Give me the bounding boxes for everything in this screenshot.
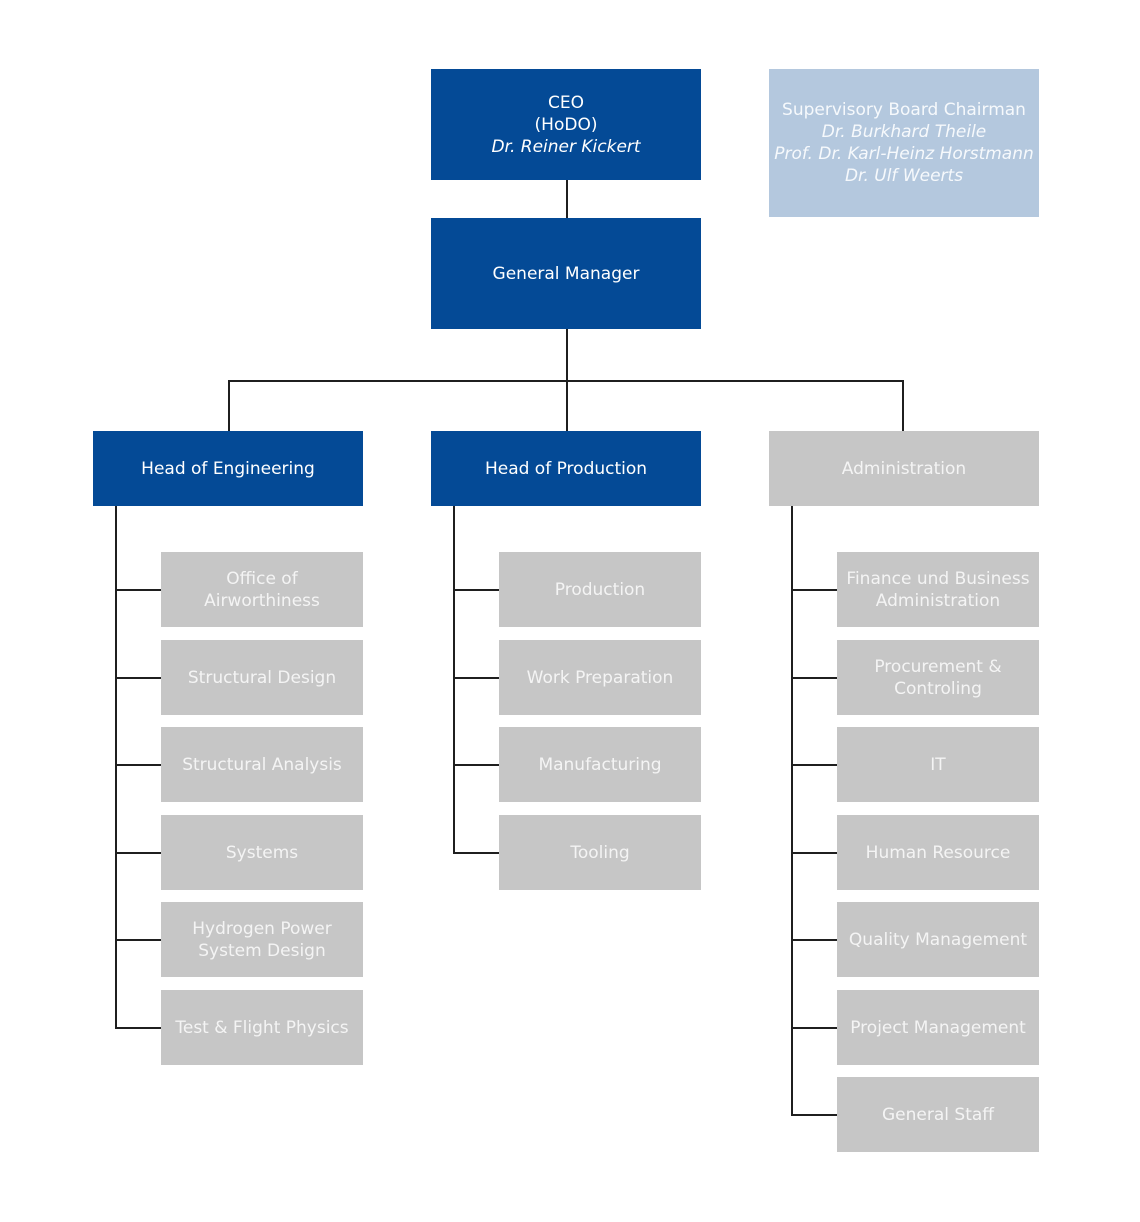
administration-head-label: Administration bbox=[841, 458, 967, 479]
connector-production-spine bbox=[453, 506, 455, 854]
connector-engineering-unit bbox=[115, 589, 161, 591]
engineering-unit-box: Structural Design bbox=[161, 640, 363, 715]
ceo-subtitle: (HoDO) bbox=[534, 114, 598, 135]
supervisory-board-box: Supervisory Board Chairman Dr. Burkhard … bbox=[769, 69, 1039, 217]
connector-administration-unit bbox=[791, 677, 837, 679]
administration-unit-label: Administration bbox=[875, 590, 1001, 611]
engineering-unit-box: Systems bbox=[161, 815, 363, 890]
administration-unit-label: Project Management bbox=[850, 1017, 1026, 1038]
connector-administration-unit bbox=[791, 852, 837, 854]
engineering-unit-label: Test & Flight Physics bbox=[175, 1017, 349, 1038]
administration-unit-label: Finance und Business bbox=[846, 568, 1030, 589]
administration-unit-box: IT bbox=[837, 727, 1039, 802]
connector-production-unit bbox=[453, 589, 499, 591]
board-member: Prof. Dr. Karl-Heinz Horstmann bbox=[774, 144, 1034, 164]
connector-engineering-unit bbox=[115, 764, 161, 766]
administration-box: Administration bbox=[769, 431, 1039, 506]
engineering-unit-label: Structural Analysis bbox=[182, 754, 342, 775]
connector-to-engineering bbox=[228, 380, 230, 432]
administration-unit-box: Human Resource bbox=[837, 815, 1039, 890]
engineering-unit-label: Office of bbox=[226, 568, 298, 589]
connector-gm-branch bbox=[566, 329, 568, 381]
engineering-unit-label: System Design bbox=[198, 940, 326, 961]
connector-administration-unit bbox=[791, 939, 837, 941]
connector-ceo-gm bbox=[566, 180, 568, 218]
administration-unit-box: Project Management bbox=[837, 990, 1039, 1065]
production-unit-label: Tooling bbox=[570, 842, 630, 863]
production-unit-box: Production bbox=[499, 552, 701, 627]
administration-unit-label: Quality Management bbox=[848, 929, 1028, 950]
connector-engineering-unit bbox=[115, 852, 161, 854]
production-unit-box: Manufacturing bbox=[499, 727, 701, 802]
engineering-unit-box: Structural Analysis bbox=[161, 727, 363, 802]
connector-administration-unit bbox=[791, 589, 837, 591]
administration-unit-label: Procurement & bbox=[874, 656, 1002, 677]
administration-unit-box: General Staff bbox=[837, 1077, 1039, 1152]
production-unit-label: Work Preparation bbox=[526, 667, 674, 688]
engineering-unit-box: Test & Flight Physics bbox=[161, 990, 363, 1065]
head-of-production-box: Head of Production bbox=[431, 431, 701, 506]
production-unit-box: Work Preparation bbox=[499, 640, 701, 715]
general-manager-label: General Manager bbox=[492, 263, 640, 284]
administration-unit-label: General Staff bbox=[882, 1104, 994, 1125]
administration-unit-label: Human Resource bbox=[865, 842, 1011, 863]
engineering-unit-label: Airworthiness bbox=[204, 590, 320, 611]
connector-administration-unit bbox=[791, 1114, 837, 1116]
administration-unit-box: Procurement &Controling bbox=[837, 640, 1039, 715]
connector-to-production bbox=[566, 380, 568, 432]
connector-engineering-spine bbox=[115, 506, 117, 1029]
board-member: Dr. Burkhard Theile bbox=[821, 122, 987, 142]
connector-engineering-unit bbox=[115, 1027, 161, 1029]
general-manager-box: General Manager bbox=[431, 218, 701, 329]
connector-production-unit bbox=[453, 852, 499, 854]
engineering-unit-label: Structural Design bbox=[187, 667, 337, 688]
administration-unit-box: Quality Management bbox=[837, 902, 1039, 977]
board-member: Dr. Ulf Weerts bbox=[844, 166, 964, 186]
production-unit-label: Production bbox=[554, 579, 646, 600]
connector-production-unit bbox=[453, 677, 499, 679]
connector-engineering-unit bbox=[115, 939, 161, 941]
engineering-head-label: Head of Engineering bbox=[141, 458, 315, 479]
engineering-unit-label: Hydrogen Power bbox=[192, 918, 332, 939]
engineering-unit-label: Systems bbox=[225, 842, 299, 863]
connector-production-unit bbox=[453, 764, 499, 766]
production-unit-label: Manufacturing bbox=[538, 754, 662, 775]
head-of-engineering-box: Head of Engineering bbox=[93, 431, 363, 506]
ceo-title: CEO bbox=[548, 92, 584, 113]
connector-administration-unit bbox=[791, 764, 837, 766]
connector-engineering-unit bbox=[115, 677, 161, 679]
ceo-name: Dr. Reiner Kickert bbox=[491, 136, 641, 157]
ceo-box: CEO (HoDO) Dr. Reiner Kickert bbox=[431, 69, 701, 180]
administration-unit-label: Controling bbox=[894, 678, 982, 699]
production-unit-box: Tooling bbox=[499, 815, 701, 890]
connector-administration-unit bbox=[791, 1027, 837, 1029]
connector-to-administration bbox=[902, 380, 904, 432]
administration-unit-label: IT bbox=[930, 754, 946, 775]
connector-administration-spine bbox=[791, 506, 793, 1116]
production-head-label: Head of Production bbox=[484, 458, 648, 479]
board-title: Supervisory Board Chairman bbox=[782, 100, 1026, 120]
